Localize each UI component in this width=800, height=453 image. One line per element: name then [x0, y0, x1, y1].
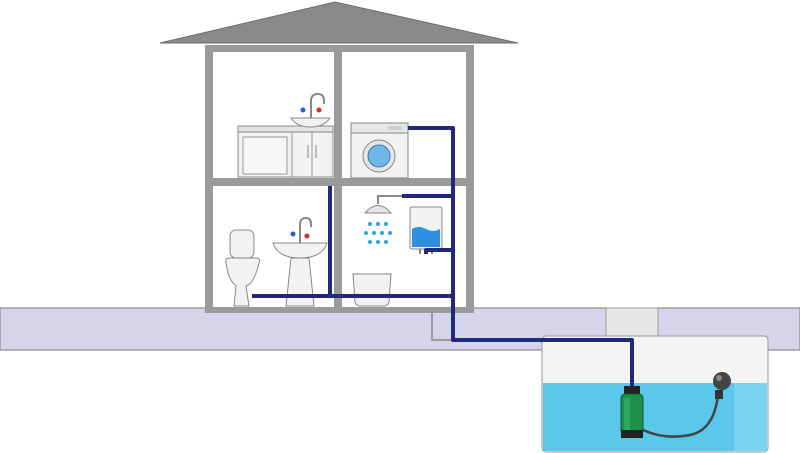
- shower-drops: [364, 222, 392, 244]
- house-roof: [159, 1, 519, 44]
- house: [159, 1, 519, 313]
- kitchen-sink-icon: [290, 92, 331, 128]
- rainwater-tank: [541, 307, 769, 453]
- main-riser-pipe: [408, 126, 634, 390]
- submersible-pump-icon: [620, 386, 644, 438]
- water-heater-icon: [409, 206, 443, 254]
- kitchen-cabinet-icon: [237, 125, 334, 178]
- bathtub-icon: [352, 273, 392, 307]
- shower-head-icon: [363, 195, 402, 244]
- heater-branch-pipe: [424, 248, 453, 254]
- supply-pipes: [252, 126, 634, 390]
- tank-water: [543, 383, 767, 451]
- toilet-icon: [225, 229, 261, 307]
- washing-machine-icon: [350, 122, 409, 179]
- float-switch-icon: [642, 372, 731, 438]
